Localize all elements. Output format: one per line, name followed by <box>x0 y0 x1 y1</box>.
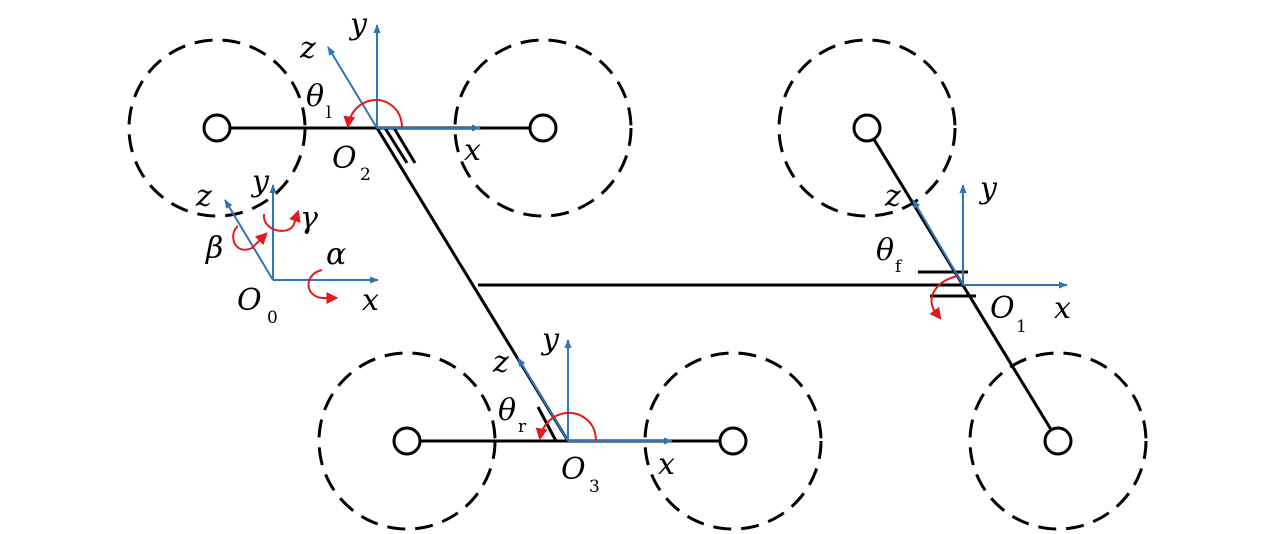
theta-f-label: θ <box>876 233 894 268</box>
o0-z-axis <box>224 199 274 281</box>
joint-mark-o2-b <box>392 127 417 164</box>
hub-rear-right <box>718 426 748 456</box>
theta-l-label: θ <box>306 79 324 114</box>
o3-y-label: y <box>540 322 560 357</box>
frame-o1 <box>912 184 1068 289</box>
o3-z-axis <box>517 357 569 442</box>
hub-front-left <box>202 113 232 143</box>
o1-origin-label: O <box>990 291 1015 326</box>
o1-origin-sub: 1 <box>1016 317 1027 337</box>
hub-rear-left <box>392 426 422 456</box>
o2-z-axis <box>327 46 378 129</box>
beta-rotation-arrow <box>232 225 268 251</box>
gamma-label: γ <box>300 201 318 236</box>
theta-f-sub: f <box>895 257 903 277</box>
frame-o2 <box>327 24 481 132</box>
wheel-mid-top-outer <box>777 38 957 218</box>
hub-mid-bottom <box>1043 426 1073 456</box>
o3-z-label: z <box>492 345 509 380</box>
o1-z-label: z <box>884 179 901 214</box>
theta-f-rotation-arrow <box>929 275 959 320</box>
theta-r-rotation-arrow <box>535 411 597 442</box>
o2-x-label: x <box>464 133 481 168</box>
o0-z-label: z <box>195 179 212 214</box>
alpha-rotation-arrow <box>307 269 339 304</box>
o1-x-label: x <box>1054 291 1071 326</box>
frame-o0 <box>224 184 379 284</box>
o0-origin-sub: 0 <box>267 308 278 328</box>
o3-origin-sub: 3 <box>589 477 600 497</box>
joint-mark-o2-a <box>383 127 409 164</box>
gamma-rotation-arrow <box>262 209 301 232</box>
wheel-mid-bottom-outer <box>968 351 1148 531</box>
rotations <box>232 98 959 442</box>
o3-x-label: x <box>658 447 675 482</box>
o2-z-label: z <box>299 31 316 66</box>
o3-origin-label: O <box>561 452 586 487</box>
alpha-label: α <box>326 237 346 272</box>
hub-mid-top <box>852 113 882 143</box>
o0-x-label: x <box>362 283 379 318</box>
o2-y-label: y <box>348 7 368 42</box>
o0-origin-label: O <box>237 283 262 318</box>
wheel-rear-right-outer <box>643 351 823 531</box>
theta-l-sub: l <box>326 103 331 123</box>
o2-origin-sub: 2 <box>360 165 371 185</box>
o1-y-label: y <box>978 171 998 206</box>
theta-l-rotation-arrow <box>343 98 403 129</box>
frame-o3 <box>517 339 673 445</box>
wheel-hubs <box>202 113 1073 456</box>
o0-y-label: y <box>250 164 270 199</box>
o2-origin-label: O <box>332 141 357 176</box>
beta-label: β <box>205 231 223 266</box>
hub-front-right <box>528 113 558 143</box>
o1-z-axis <box>912 199 964 286</box>
theta-r-label: θ <box>498 393 516 428</box>
theta-r-sub: r <box>518 417 527 437</box>
